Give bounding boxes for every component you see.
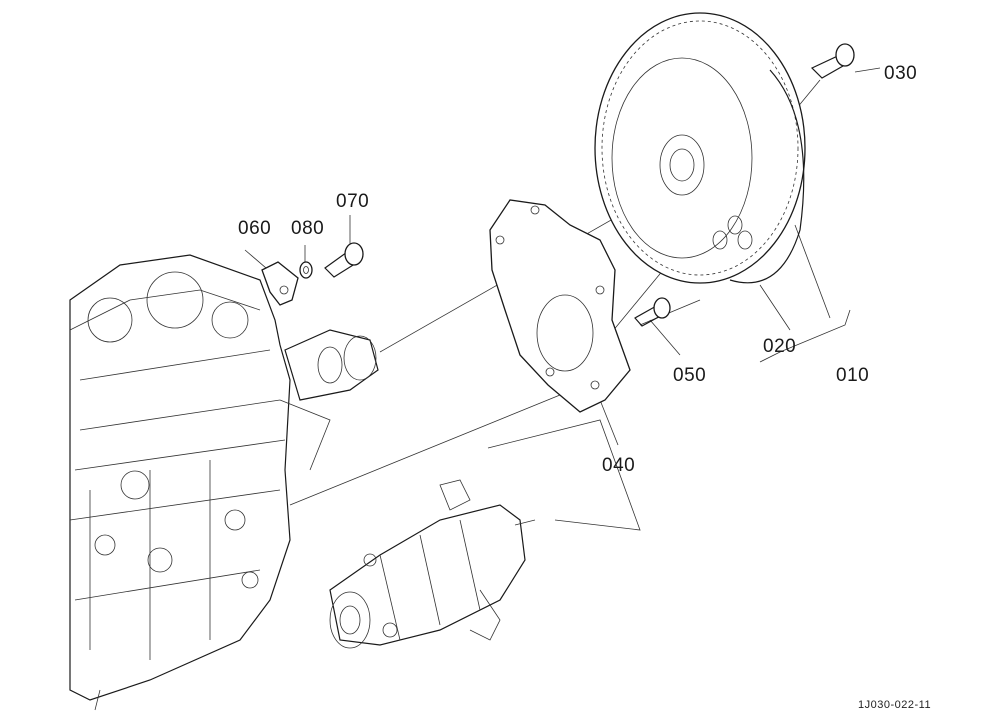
- starter-motor: [329, 479, 536, 649]
- part-label-040: 040: [602, 455, 635, 476]
- part-label-050: 050: [673, 365, 706, 386]
- part-label-060: 060: [238, 218, 271, 239]
- part-label-010: 010: [836, 365, 869, 386]
- part-label-070: 070: [336, 191, 369, 212]
- part-label-020: 020: [763, 336, 796, 357]
- bolt-030: [810, 43, 855, 79]
- drawing-number: 1J030-022-11: [858, 699, 931, 711]
- washer-080: [299, 261, 313, 279]
- part-label-080: 080: [291, 218, 324, 239]
- part-label-030: 030: [884, 63, 917, 84]
- bolt-070: [324, 242, 364, 278]
- engine-block: [69, 254, 379, 711]
- bolt-050: [634, 297, 671, 327]
- bracket-060: [261, 261, 299, 306]
- flywheel-housing-plate: [489, 199, 631, 413]
- flywheel: [594, 12, 806, 284]
